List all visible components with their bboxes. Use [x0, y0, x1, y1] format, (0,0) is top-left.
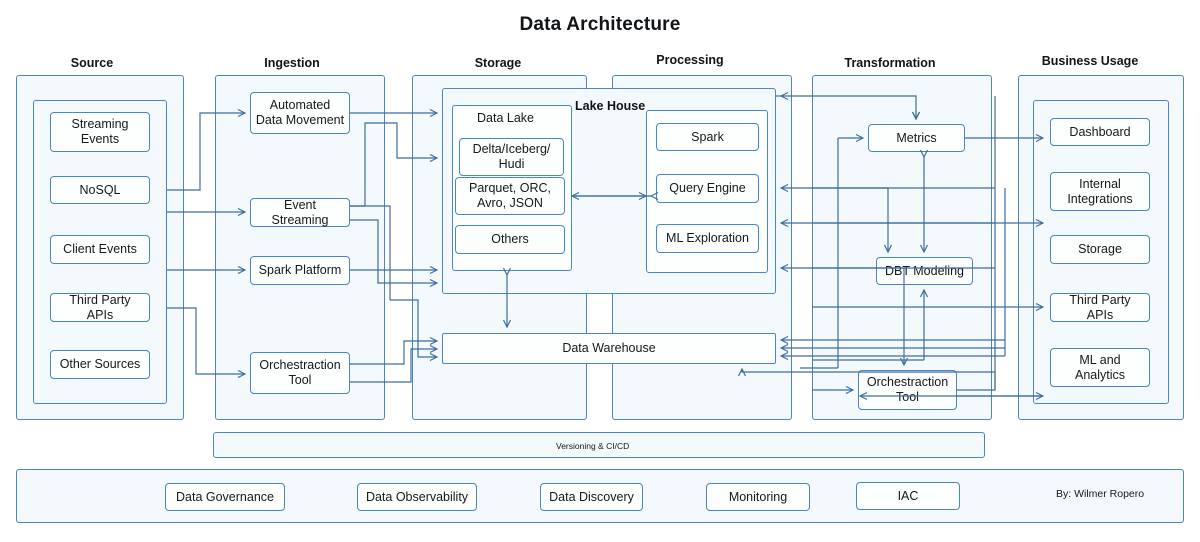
page-title: Data Architecture — [519, 14, 681, 35]
column-header-ingestion: Ingestion — [264, 56, 320, 70]
column-header-transformation: Transformation — [844, 56, 936, 70]
node-data-governance[interactable]: Data Governance — [165, 483, 285, 511]
versioning-bar — [213, 432, 985, 458]
node-monitoring[interactable]: Monitoring — [706, 483, 810, 511]
node-data-observability[interactable]: Data Observability — [357, 483, 477, 511]
node-streaming-events[interactable]: Streaming Events — [50, 112, 150, 152]
node-data-warehouse[interactable]: Data Warehouse — [442, 333, 776, 364]
node-parquet-orc-avro-json[interactable]: Parquet, ORC, Avro, JSON — [455, 177, 565, 215]
lakehouse-label: Lake House — [575, 99, 646, 113]
node-query-engine[interactable]: Query Engine — [656, 174, 759, 203]
column-header-source: Source — [70, 56, 114, 70]
node-delta-iceberg-hudi[interactable]: Delta/Iceberg/ Hudi — [459, 138, 564, 176]
node-orchestration-tool-transformation[interactable]: Orchestraction Tool — [858, 370, 957, 410]
node-other-sources[interactable]: Other Sources — [50, 350, 150, 379]
data-lake-label: Data Lake — [477, 111, 534, 125]
credit-label: By: Wilmer Ropero — [1056, 488, 1145, 500]
column-header-storage: Storage — [474, 56, 522, 70]
node-dashboard[interactable]: Dashboard — [1050, 118, 1150, 146]
node-event-streaming[interactable]: Event Streaming — [250, 198, 350, 227]
node-automated-data-movement[interactable]: Automated Data Movement — [250, 92, 350, 134]
node-spark[interactable]: Spark — [656, 123, 759, 151]
node-storage-business[interactable]: Storage — [1050, 235, 1150, 264]
column-header-processing: Processing — [656, 53, 724, 67]
node-data-discovery[interactable]: Data Discovery — [540, 483, 643, 511]
versioning-bar-label: Versioning & CI/CD — [556, 441, 630, 451]
node-iac[interactable]: IAC — [856, 482, 960, 510]
node-metrics[interactable]: Metrics — [868, 124, 965, 152]
node-internal-integrations[interactable]: Internal Integrations — [1050, 172, 1150, 211]
column-header-business-usage: Business Usage — [1041, 54, 1139, 68]
node-nosql[interactable]: NoSQL — [50, 176, 150, 204]
node-client-events[interactable]: Client Events — [50, 235, 150, 264]
node-ml-and-analytics[interactable]: ML and Analytics — [1050, 348, 1150, 387]
node-others[interactable]: Others — [455, 225, 565, 254]
node-ml-exploration[interactable]: ML Exploration — [656, 224, 759, 253]
node-spark-platform[interactable]: Spark Platform — [250, 256, 350, 285]
node-dbt-modeling[interactable]: DBT Modeling — [876, 257, 973, 285]
node-third-party-apis-business[interactable]: Third Party APIs — [1050, 293, 1150, 322]
node-third-party-apis[interactable]: Third Party APIs — [50, 293, 150, 322]
node-orchestration-tool-ingestion[interactable]: Orchestraction Tool — [250, 352, 350, 394]
